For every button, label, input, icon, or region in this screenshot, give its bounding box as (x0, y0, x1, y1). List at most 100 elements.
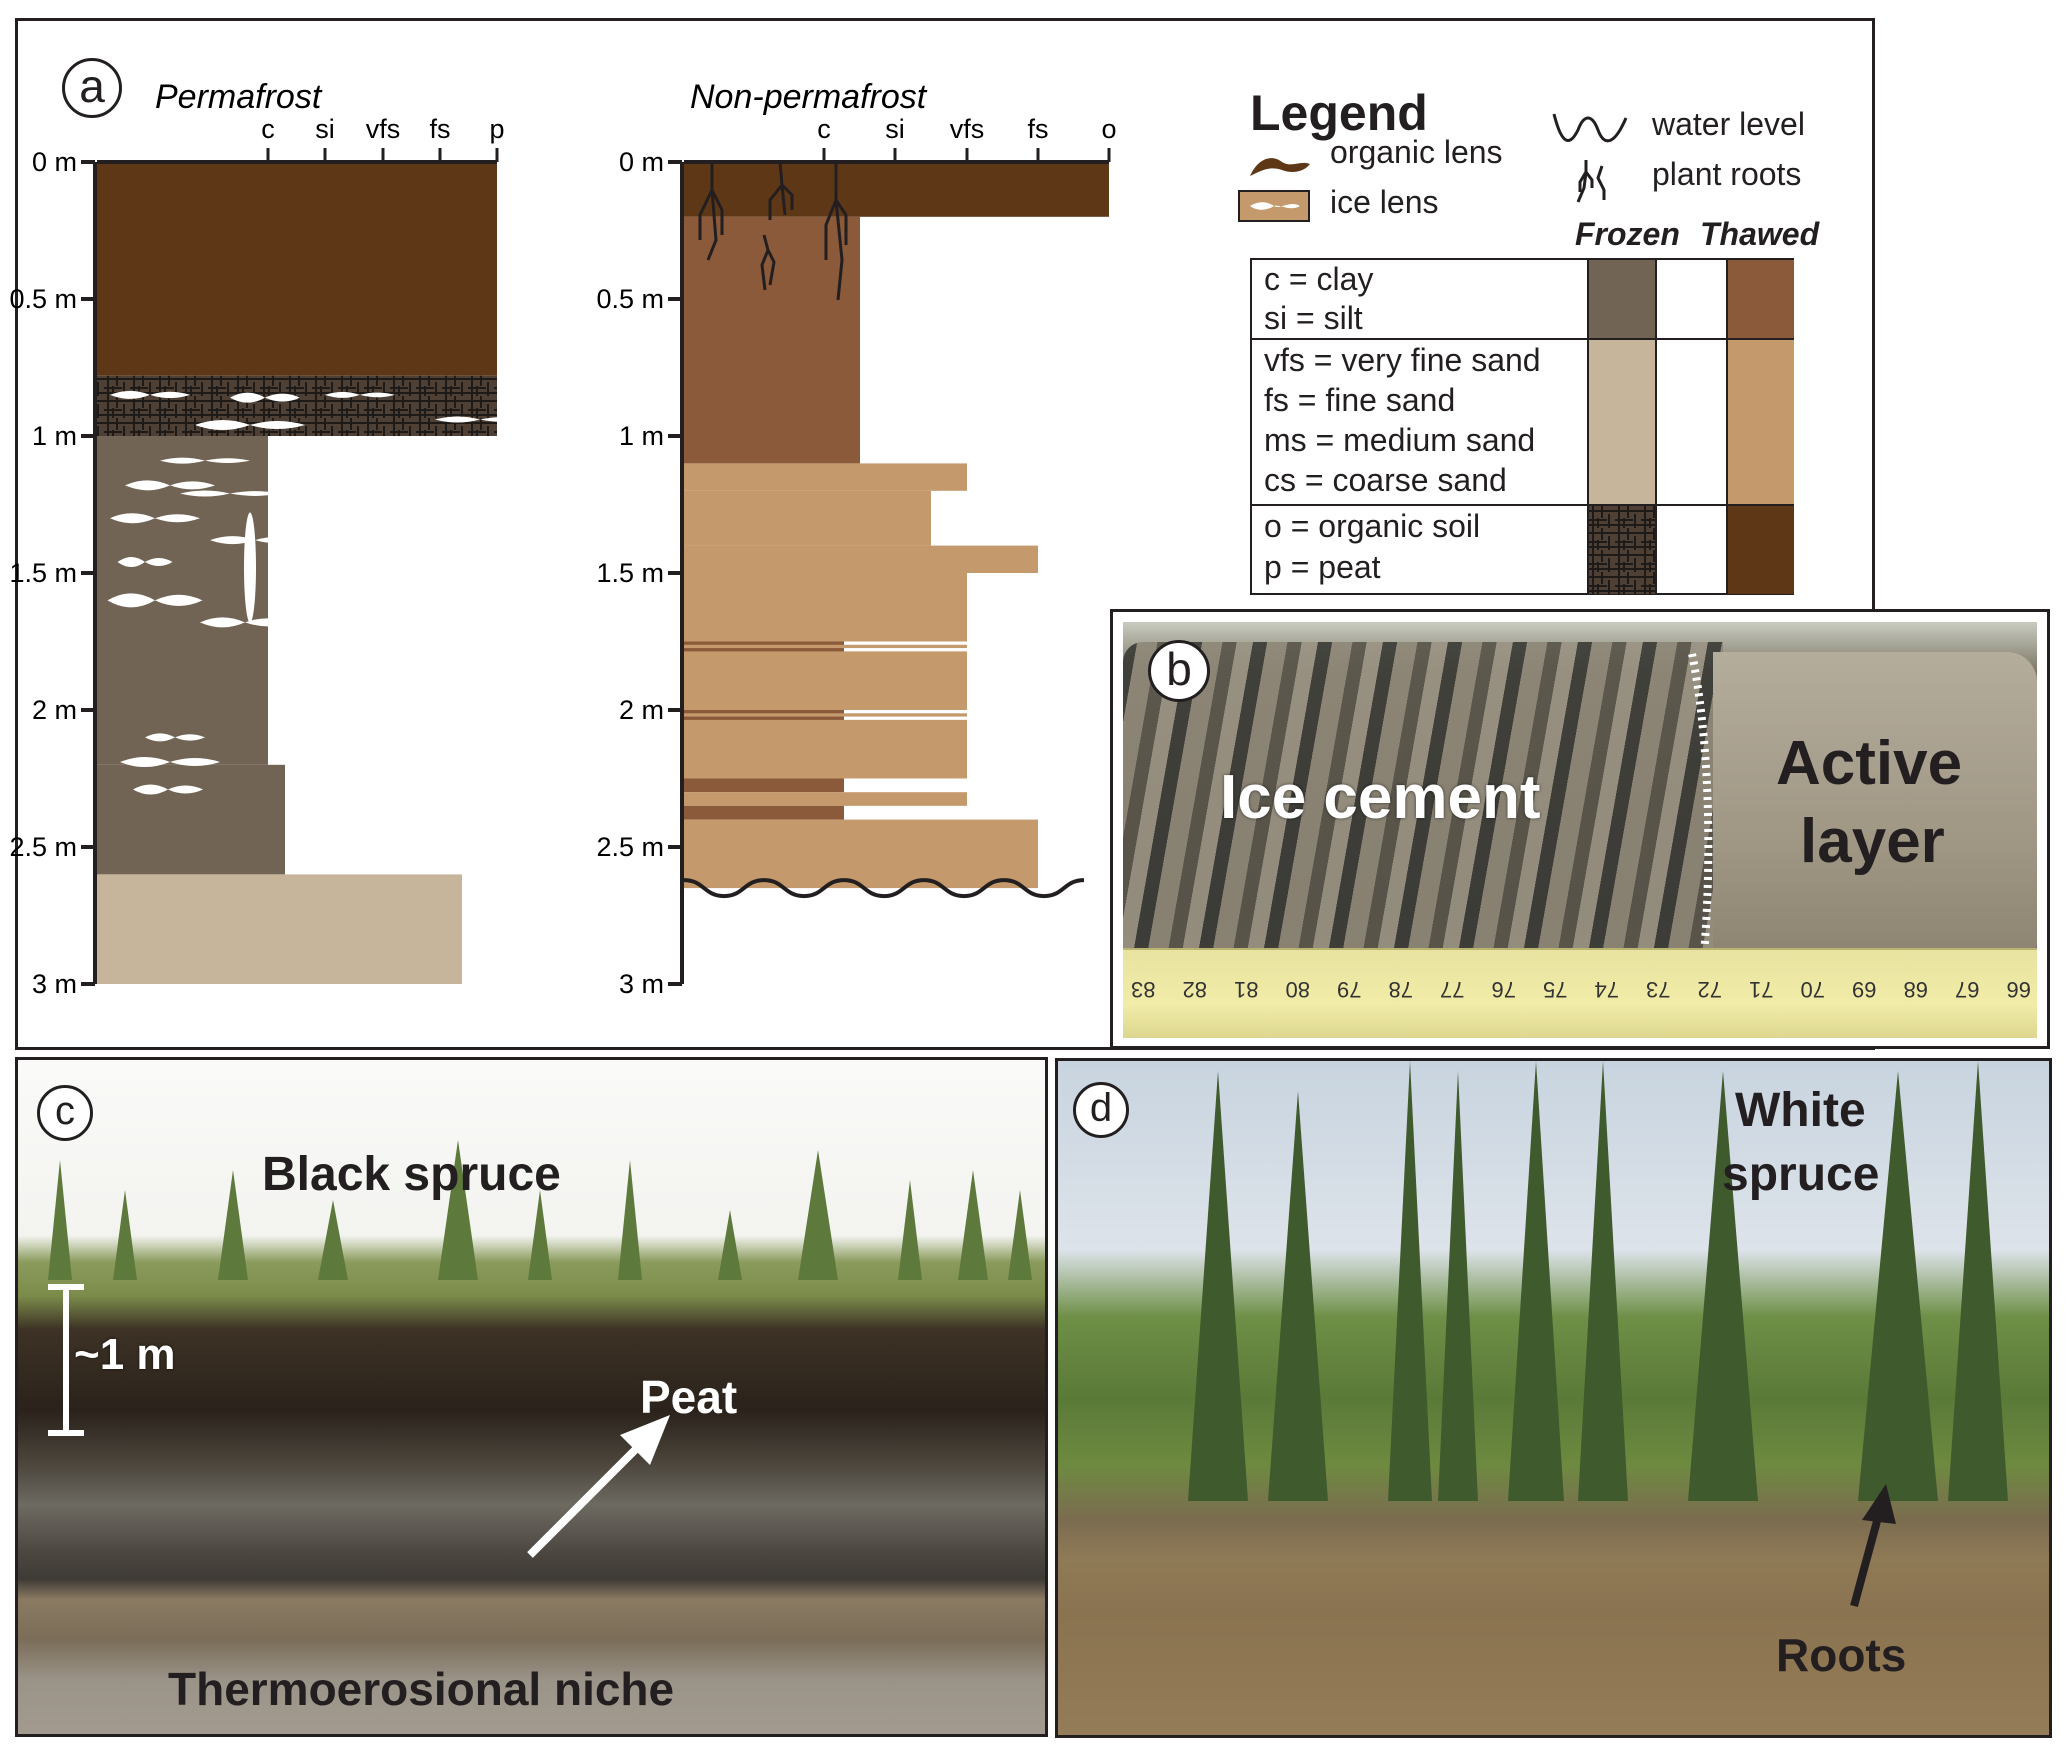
panel-b-letter: b (1148, 640, 1210, 702)
swatch-frozen-fine (1589, 260, 1657, 338)
non-permafrost-title: Non-permafrost (690, 78, 928, 116)
thermoerosional-niche-label: Thermoerosional niche (168, 1663, 675, 1715)
organic-lens (684, 641, 844, 645)
non-permafrost-depth-label: 0 m (619, 147, 664, 177)
layer-sand (684, 819, 1038, 889)
organic-lens (684, 778, 844, 793)
ice-lens (844, 710, 967, 714)
ruler-number: 74 (1594, 977, 1619, 1002)
ruler-number: 67 (1955, 977, 1980, 1002)
permafrost-depth-label: 1 m (32, 421, 77, 451)
ice-lens (435, 416, 525, 423)
non-permafrost-depth-label: 1.5 m (596, 558, 664, 588)
ice-lens-icon (1238, 190, 1310, 222)
ruler-number: 78 (1388, 977, 1413, 1002)
ruler-number: 72 (1697, 977, 1722, 1002)
permafrost-depth-label: 0 m (32, 147, 77, 177)
ice-lens (844, 716, 967, 720)
spruce-trees (48, 1140, 1032, 1280)
legend-frozen-header: Frozen (1575, 216, 1680, 252)
roots-arrow-icon (1850, 1484, 1896, 1608)
organic-lens-icon (1250, 158, 1310, 176)
panel-a-letter-text: a (79, 60, 105, 112)
organic-lens (684, 716, 844, 720)
permafrost-column (97, 162, 525, 984)
legend-row-sand-text: vfs = very fine sand fs = fine sand ms =… (1264, 340, 1541, 500)
panel-c-photo (18, 1060, 1045, 1734)
permafrost-depth-label: 3 m (32, 969, 77, 999)
permafrost-depth-label: 0.5 m (9, 284, 77, 314)
ruler-number: 82 (1182, 977, 1207, 1002)
water-level-icon (1552, 113, 1628, 143)
non-permafrost-depth-label: 1 m (619, 421, 664, 451)
ruler-number: 83 (1131, 977, 1156, 1002)
niche-arrow-icon (527, 1415, 670, 1558)
non-permafrost-grain-label: fs (1027, 114, 1048, 144)
gap (844, 778, 967, 793)
non-permafrost-grain-label: si (885, 114, 905, 144)
swatch-thawed-organic (1726, 506, 1794, 594)
roots-label: Roots (1776, 1629, 1907, 1681)
ruler-number: 66 (2006, 977, 2031, 1002)
organic-lens (684, 648, 844, 652)
non-permafrost-depth-label: 2 m (619, 695, 664, 725)
legend-vfs: vfs = very fine sand (1264, 342, 1541, 378)
ice-lens (325, 391, 395, 398)
non-permafrost-depth-label: 0.5 m (596, 284, 664, 314)
organic-lens (684, 710, 844, 714)
stratigraphy-diagram: Permafrost Non-permafrost 0 m0.5 m1 m1.5… (9, 78, 1116, 999)
ice-lens (107, 593, 203, 608)
ice-lens (125, 480, 215, 491)
panel-d-letter: d (1073, 1082, 1129, 1138)
ice-lens (110, 390, 190, 399)
plant-roots (768, 161, 794, 220)
legend-silt: si = silt (1264, 300, 1363, 336)
ruler-number: 69 (1852, 977, 1877, 1002)
frozen-core (1123, 642, 1723, 972)
ice-lens (195, 420, 305, 431)
legend-row-fine-text: c = clay si = silt (1264, 260, 1373, 338)
swatch-frozen-sand (1589, 340, 1657, 504)
non-permafrost-grain-label: o (1101, 114, 1116, 144)
non-permafrost-grain-label: vfs (950, 114, 985, 144)
legend-row-organic-text: o = organic soil p = peat (1264, 506, 1480, 588)
legend-title: Legend (1250, 85, 1428, 141)
permafrost-grain-label: fs (429, 114, 450, 144)
ice-lens (160, 457, 250, 464)
boundary-dashed-line (1688, 653, 1713, 979)
permafrost-grain-label: si (315, 114, 335, 144)
legend-water-level-label: water level (1652, 106, 1805, 142)
permafrost-grain-label: p (489, 114, 504, 144)
panel-d-photo (1058, 1061, 2049, 1735)
legend-organic-soil: o = organic soil (1264, 508, 1481, 544)
panel-b-letter-text: b (1166, 643, 1192, 695)
legend-row-fine: c = clay si = silt (1252, 260, 1792, 340)
legend-divider (1587, 260, 1589, 593)
panel-c-letter-text: c (55, 1089, 75, 1133)
ruler-number: 70 (1800, 977, 1825, 1002)
ice-lens (117, 557, 173, 568)
layer-frozen-sand (97, 874, 462, 984)
plant-roots (698, 162, 724, 261)
legend-organic-lens-label: organic lens (1330, 134, 1503, 170)
ruler-number: 81 (1234, 977, 1259, 1002)
non-permafrost-grain-label: c (817, 114, 831, 144)
permafrost-depth-label: 2 m (32, 695, 77, 725)
black-spruce-label: Black spruce (262, 1148, 561, 1201)
legend-fs: fs = fine sand (1264, 382, 1456, 418)
legend-plant-roots-label: plant roots (1652, 156, 1802, 192)
panel-d-letter-text: d (1089, 1086, 1113, 1130)
ice-vein (244, 512, 256, 623)
white-spruce-label-2: spruce (1722, 1148, 1880, 1201)
swatch-frozen-organic (1589, 506, 1657, 594)
organic-lens (684, 805, 844, 820)
layer-sand (684, 545, 1038, 573)
swatch-thawed-sand (1726, 340, 1794, 504)
layer-sand (684, 573, 967, 779)
ruler-number: 68 (1903, 977, 1928, 1002)
ruler-number: 80 (1285, 977, 1310, 1002)
permafrost-grain-label: c (261, 114, 275, 144)
